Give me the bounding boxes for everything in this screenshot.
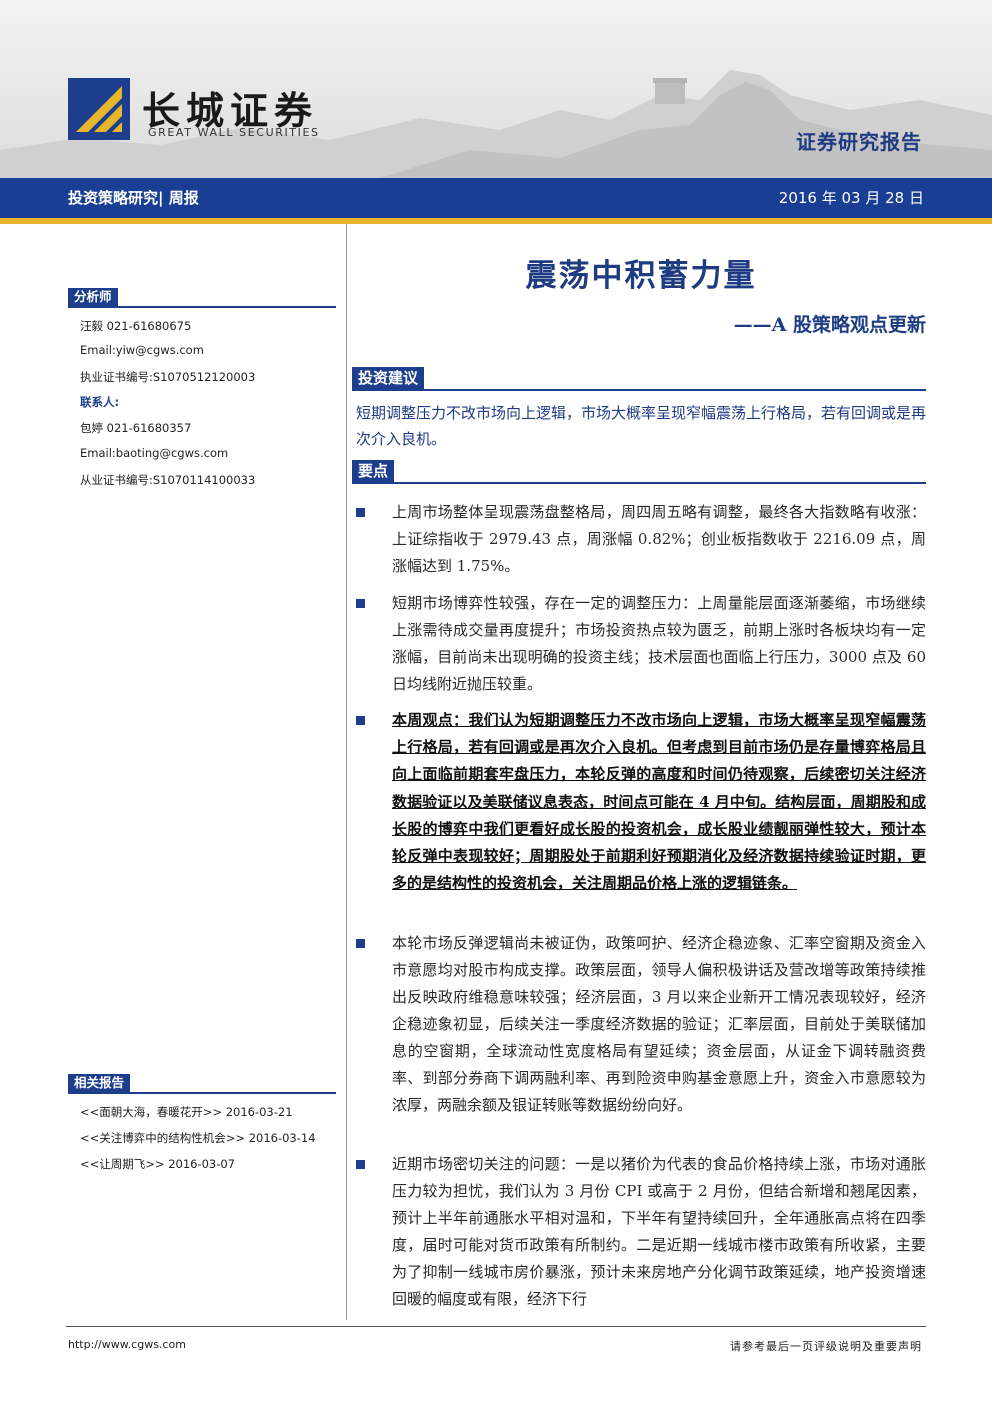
points-heading-rule xyxy=(352,482,926,484)
bullet-icon xyxy=(356,939,365,948)
contact-email[interactable]: Email:baoting@cgws.com xyxy=(80,446,229,460)
bullet-icon xyxy=(356,716,365,725)
report-subtitle: ——A 股策略观点更新 xyxy=(733,314,926,336)
contact-cert: 从业证书编号:S1070114100033 xyxy=(80,473,256,487)
point-text: 近期市场密切关注的问题：一是以猪价为代表的食品价格持续上涨，市场对通胀压力较为担… xyxy=(392,1155,926,1308)
point-text: 上周市场整体呈现震荡盘整格局，周四周五略有调整，最终各大指数略有收涨：上证综指收… xyxy=(392,503,926,575)
related-report-item[interactable]: <<让周期飞>> 2016-03-07 xyxy=(80,1157,236,1171)
analyst-heading-rule xyxy=(68,306,336,308)
related-reports-heading-label: 相关报告 xyxy=(68,1074,131,1092)
column-divider xyxy=(346,224,347,1320)
point-text-highlight: 本周观点：我们认为短期调整压力不改市场向上逻辑，市场大概率呈现窄幅震荡上行格局，… xyxy=(392,711,926,893)
analyst-heading: 分析师 xyxy=(68,288,336,308)
bullet-icon xyxy=(356,1160,365,1169)
company-name-en: GREAT WALL SECURITIES xyxy=(148,126,320,139)
advice-heading-rule xyxy=(352,389,926,391)
analyst-heading-label: 分析师 xyxy=(68,288,118,306)
analyst-phone: 汪毅 021-61680675 xyxy=(80,319,192,333)
advice-heading-label: 投资建议 xyxy=(352,367,425,389)
advice-text: 短期调整压力不改市场向上逻辑，市场大概率呈现窄幅震荡上行格局，若有回调或是再次介… xyxy=(356,404,927,448)
contact-phone: 包婷 021-61680357 xyxy=(80,421,192,435)
analyst-email[interactable]: Email:yiw@cgws.com xyxy=(80,343,204,357)
report-type-label: 证券研究报告 xyxy=(796,130,922,154)
footer-url-link[interactable]: http://www.cgws.com xyxy=(68,1338,186,1351)
great-wall-landscape-image xyxy=(0,70,992,178)
related-reports-heading: 相关报告 xyxy=(68,1074,336,1094)
company-logo-icon xyxy=(68,78,130,140)
report-title: 震荡中积蓄力量 xyxy=(525,258,757,294)
related-report-item[interactable]: <<关注博弈中的结构性机会>> 2016-03-14 xyxy=(80,1131,316,1145)
company-name-cn: 长城证券 xyxy=(142,88,319,133)
report-category: 投资策略研究| 周报 xyxy=(68,189,199,207)
points-heading: 要点 xyxy=(352,460,926,484)
point-text: 本轮市场反弹逻辑尚未被证伪，政策呵护、经济企稳迹象、汇率空窗期及资金入市意愿均对… xyxy=(392,934,926,1114)
related-reports-heading-rule xyxy=(68,1092,336,1094)
contact-heading: 联系人: xyxy=(80,395,120,409)
footer-divider xyxy=(66,1326,926,1327)
header-banner: 长城证券 GREAT WALL SECURITIES 证券研究报告 xyxy=(0,0,992,178)
report-date: 2016 年 03 月 28 日 xyxy=(778,189,924,207)
advice-heading: 投资建议 xyxy=(352,367,926,391)
category-band xyxy=(0,178,992,218)
gold-divider xyxy=(0,218,992,224)
related-report-item[interactable]: <<面朝大海，春暖花开>> 2016-03-21 xyxy=(80,1105,293,1119)
bullet-icon xyxy=(356,599,365,608)
analyst-cert: 执业证书编号:S1070512120003 xyxy=(80,370,256,384)
points-heading-label: 要点 xyxy=(352,460,395,482)
bullet-icon xyxy=(356,508,365,517)
footer-disclaimer: 请参考最后一页评级说明及重要声明 xyxy=(730,1340,922,1353)
point-text: 短期市场博弈性较强，存在一定的调整压力：上周量能层面逐渐萎缩，市场继续上涨需待成… xyxy=(392,594,926,693)
